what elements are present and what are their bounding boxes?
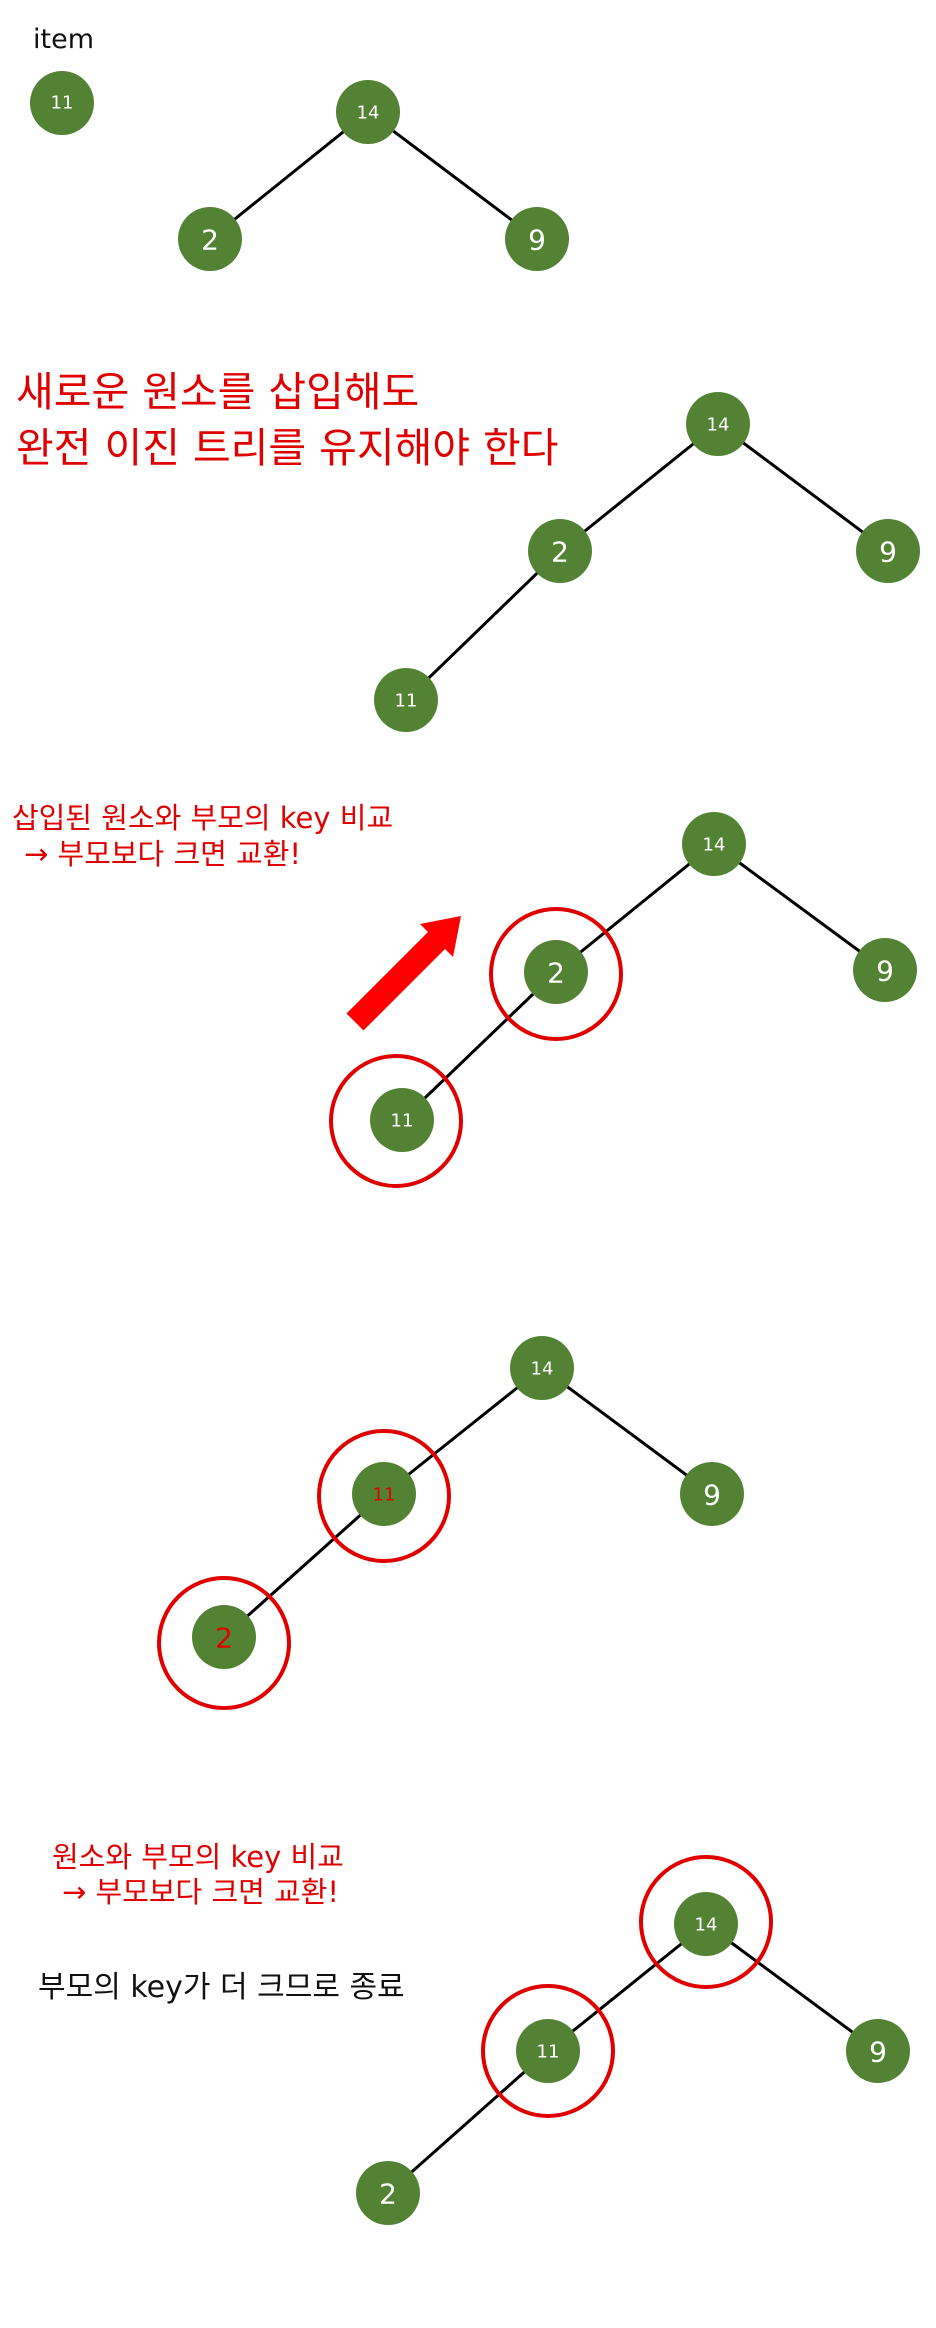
tree-node: 11 <box>374 668 438 732</box>
tree-edge <box>717 422 889 553</box>
tree-node-label: 11 <box>395 691 418 712</box>
tree-node-circle <box>356 2161 420 2225</box>
tree-node-label: 14 <box>357 103 380 124</box>
tree-node-circle <box>846 2019 910 2083</box>
highlight-ring <box>489 907 623 1041</box>
tree-node-circle <box>853 938 917 1002</box>
tree-node-circle <box>674 1892 738 1956</box>
tree-node: 14 <box>336 80 400 144</box>
heap-shape-rule-title: 새로운 원소를 삽입해도 완전 이진 트리를 유지해야 한다 <box>16 364 559 476</box>
tree-node: 11 <box>516 2019 580 2083</box>
heap-tree-step-1: 14 2 9 <box>178 80 569 271</box>
tree-node: 2 <box>192 1605 256 1669</box>
tree-node-circle <box>510 1336 574 1400</box>
heap-tree-step-4: 14 11 9 2 <box>157 1336 744 1710</box>
highlight-ring <box>157 1576 291 1710</box>
tree-node-circle <box>178 207 242 271</box>
heap-tree-step-2: 14 2 9 11 <box>374 392 920 732</box>
tree-node: 9 <box>853 938 917 1002</box>
tree-node: 9 <box>856 519 920 583</box>
highlight-ring <box>639 1855 773 1989</box>
tree-node: 11 <box>352 1462 416 1526</box>
tree-edge <box>387 2049 549 2195</box>
tree-node-label: 14 <box>703 835 726 856</box>
note-line-2: → 부모보다 크면 교환! <box>24 837 302 871</box>
tree-node-label: 14 <box>695 1915 718 1936</box>
tree-edge <box>383 1366 543 1496</box>
tree-node-label: 9 <box>869 2036 887 2069</box>
note-line-2: → 부모보다 크면 교환! <box>62 1875 340 1909</box>
tree-node-label: 11 <box>537 2042 560 2063</box>
title-line-2: 완전 이진 트리를 유지해야 한다 <box>16 424 559 472</box>
highlight-ring <box>317 1429 451 1563</box>
tree-node: 9 <box>680 1462 744 1526</box>
swap-direction-arrow <box>346 916 461 1031</box>
tree-node: 11 <box>370 1088 434 1152</box>
tree-node-label: 11 <box>373 1485 396 1506</box>
tree-edge <box>404 549 562 702</box>
note-line-1: 삽입된 원소와 부모의 key 비교 <box>12 801 394 835</box>
item-label: item <box>33 24 95 55</box>
tree-node-label: 2 <box>201 224 219 257</box>
heap-tree-step-3: 14 2 9 11 <box>329 812 917 1188</box>
tree-node-circle <box>192 1605 256 1669</box>
tree-node: 2 <box>528 519 592 583</box>
tree-node-circle <box>336 80 400 144</box>
highlight-ring <box>329 1054 463 1188</box>
tree-node: 14 <box>510 1336 574 1400</box>
tree-node-circle <box>352 1462 416 1526</box>
compare-note-step3: 삽입된 원소와 부모의 key 비교 → 부모보다 크면 교환! <box>12 800 393 872</box>
tree-node-label: 2 <box>379 2178 397 2211</box>
tree-edge <box>209 110 369 241</box>
tree-node-label: 9 <box>528 224 546 257</box>
tree-node-label: 2 <box>215 1622 233 1655</box>
tree-node: 9 <box>846 2019 910 2083</box>
tree-node: 2 <box>356 2161 420 2225</box>
tree-node-circle <box>528 519 592 583</box>
tree-edge <box>705 1922 879 2053</box>
tree-edge <box>400 970 558 1122</box>
tree-node-circle <box>856 519 920 583</box>
tree-node-label: 2 <box>551 536 569 569</box>
tree-edge <box>555 842 715 974</box>
tree-diagrams: 14 2 9 14 2 9 11 14 2 9 11 14 11 9 2 14 11 9 2 <box>157 80 920 2225</box>
tree-node: 9 <box>505 207 569 271</box>
tree-node-label: 14 <box>531 1359 554 1380</box>
tree-node-circle <box>680 1462 744 1526</box>
tree-node: 14 <box>682 812 746 876</box>
compare-note-step5: 원소와 부모의 key 비교 → 부모보다 크면 교환! <box>52 1840 344 1910</box>
tree-node-circle <box>505 207 569 271</box>
highlight-ring <box>481 1984 615 2118</box>
tree-node-circle <box>524 940 588 1004</box>
tree-node: 14 <box>686 392 750 456</box>
item-node: 11 <box>30 71 94 135</box>
tree-edge <box>559 422 719 553</box>
tree-node-label: 9 <box>879 536 897 569</box>
tree-edge <box>367 110 538 241</box>
tree-node-label: 11 <box>391 1111 414 1132</box>
tree-node-circle <box>686 392 750 456</box>
tree-node-circle <box>370 1088 434 1152</box>
item-node-label: 11 <box>51 93 74 114</box>
tree-node-label: 9 <box>703 1479 721 1512</box>
tree-node-circle <box>516 2019 580 2083</box>
tree-edge <box>541 1366 713 1496</box>
note-line-1: 원소와 부모의 key 비교 <box>52 1840 344 1874</box>
title-line-1: 새로운 원소를 삽입해도 <box>16 368 420 416</box>
termination-note: 부모의 key가 더 크므로 종료 <box>38 1970 405 2005</box>
tree-node-circle <box>682 812 746 876</box>
tree-edge <box>713 842 886 972</box>
tree-edge <box>547 1922 707 2053</box>
tree-node-label: 14 <box>707 415 730 436</box>
tree-node: 14 <box>674 1892 738 1956</box>
tree-node-label: 9 <box>876 955 894 988</box>
tree-node: 2 <box>524 940 588 1004</box>
tree-node-circle <box>374 668 438 732</box>
heap-tree-step-5: 14 11 9 2 <box>356 1855 910 2225</box>
tree-node: 2 <box>178 207 242 271</box>
tree-edge <box>223 1492 385 1639</box>
tree-node-label: 2 <box>547 957 565 990</box>
